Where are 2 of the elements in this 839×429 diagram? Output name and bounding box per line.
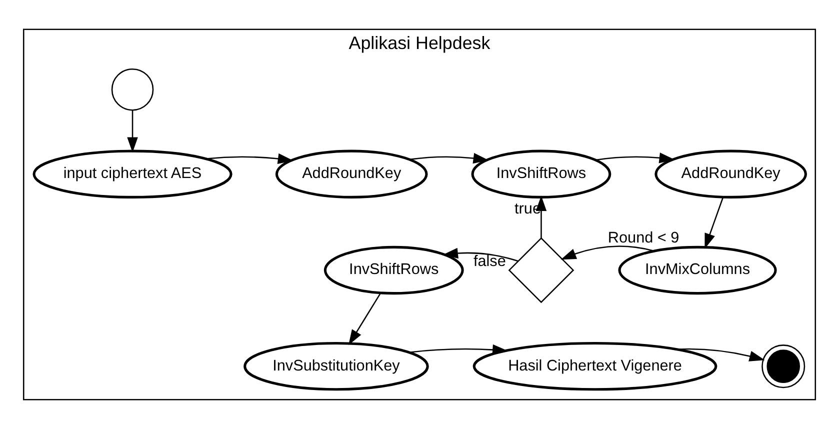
edge-label: false: [473, 252, 506, 270]
edge-label: Round < 9: [608, 229, 680, 246]
